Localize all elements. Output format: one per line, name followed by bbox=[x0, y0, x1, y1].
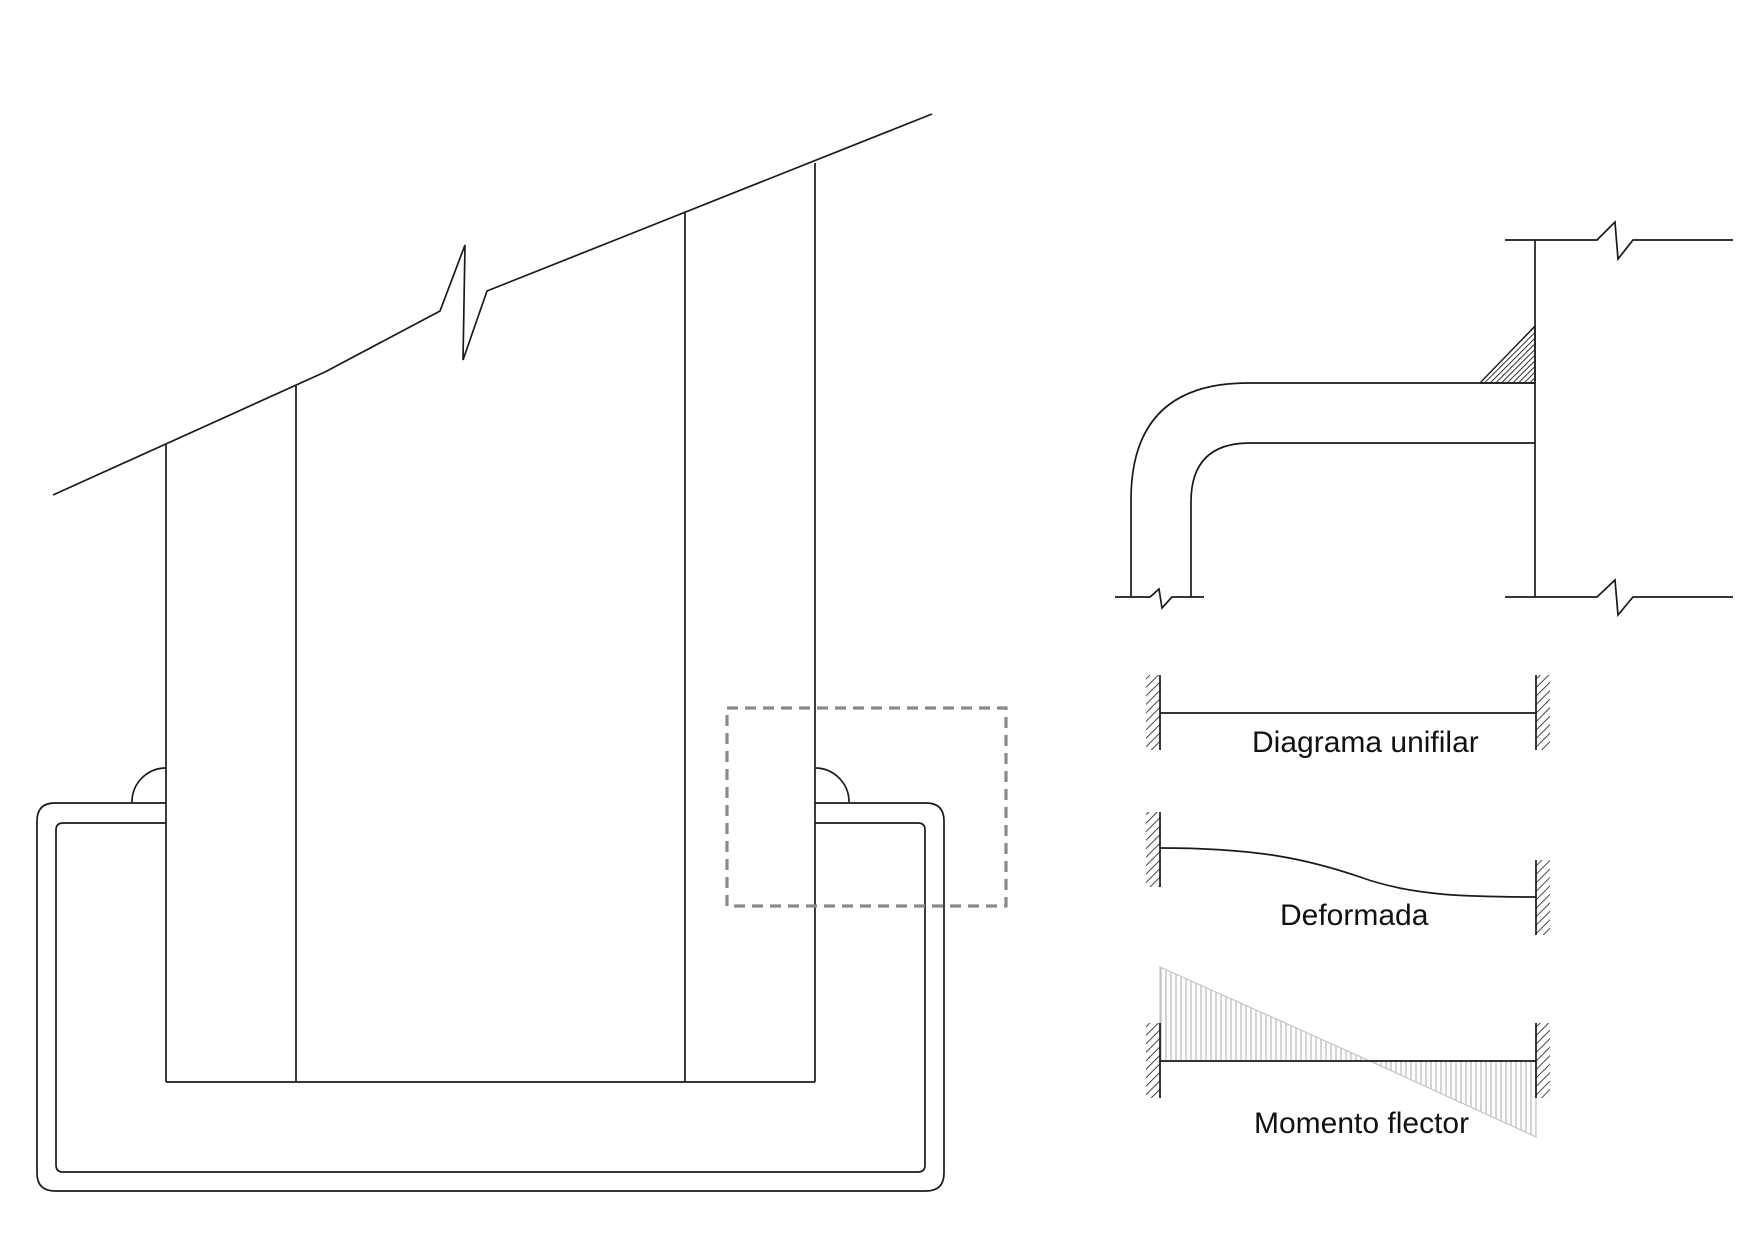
tube-inner bbox=[55, 822, 926, 1173]
tube-break-line bbox=[1115, 587, 1204, 610]
unifilar-diagram: Diagrama unifilar bbox=[1146, 675, 1550, 759]
tube-outer bbox=[36, 802, 945, 1192]
deformed-curve bbox=[1159, 847, 1537, 898]
weld-left bbox=[131, 767, 167, 803]
moment-area-top bbox=[1159, 966, 1371, 1062]
joint-detail bbox=[1115, 220, 1733, 618]
support-right bbox=[1535, 860, 1550, 935]
momento-label: Momento flector bbox=[1254, 1107, 1469, 1140]
bottom-break-line bbox=[1505, 578, 1733, 618]
detail-box bbox=[725, 706, 1008, 908]
support-right bbox=[1535, 1023, 1550, 1098]
unifilar-label: Diagrama unifilar bbox=[1252, 726, 1479, 759]
support-left bbox=[1146, 1023, 1161, 1098]
roof-line bbox=[52, 113, 933, 496]
support-right bbox=[1535, 675, 1550, 750]
tube-bend-inner bbox=[1190, 442, 1535, 597]
frame-elevation bbox=[36, 113, 1008, 1192]
weld-right bbox=[814, 767, 850, 803]
support-left bbox=[1146, 675, 1161, 750]
support-left bbox=[1146, 812, 1161, 887]
deformed-diagram: Deformada bbox=[1146, 812, 1550, 935]
tube-bend-outer bbox=[1130, 382, 1535, 597]
moment-diagram: Momento flector bbox=[1146, 966, 1550, 1140]
weld-fillet bbox=[1478, 324, 1536, 384]
top-break-line bbox=[1505, 220, 1733, 262]
deformada-label: Deformada bbox=[1280, 899, 1429, 932]
